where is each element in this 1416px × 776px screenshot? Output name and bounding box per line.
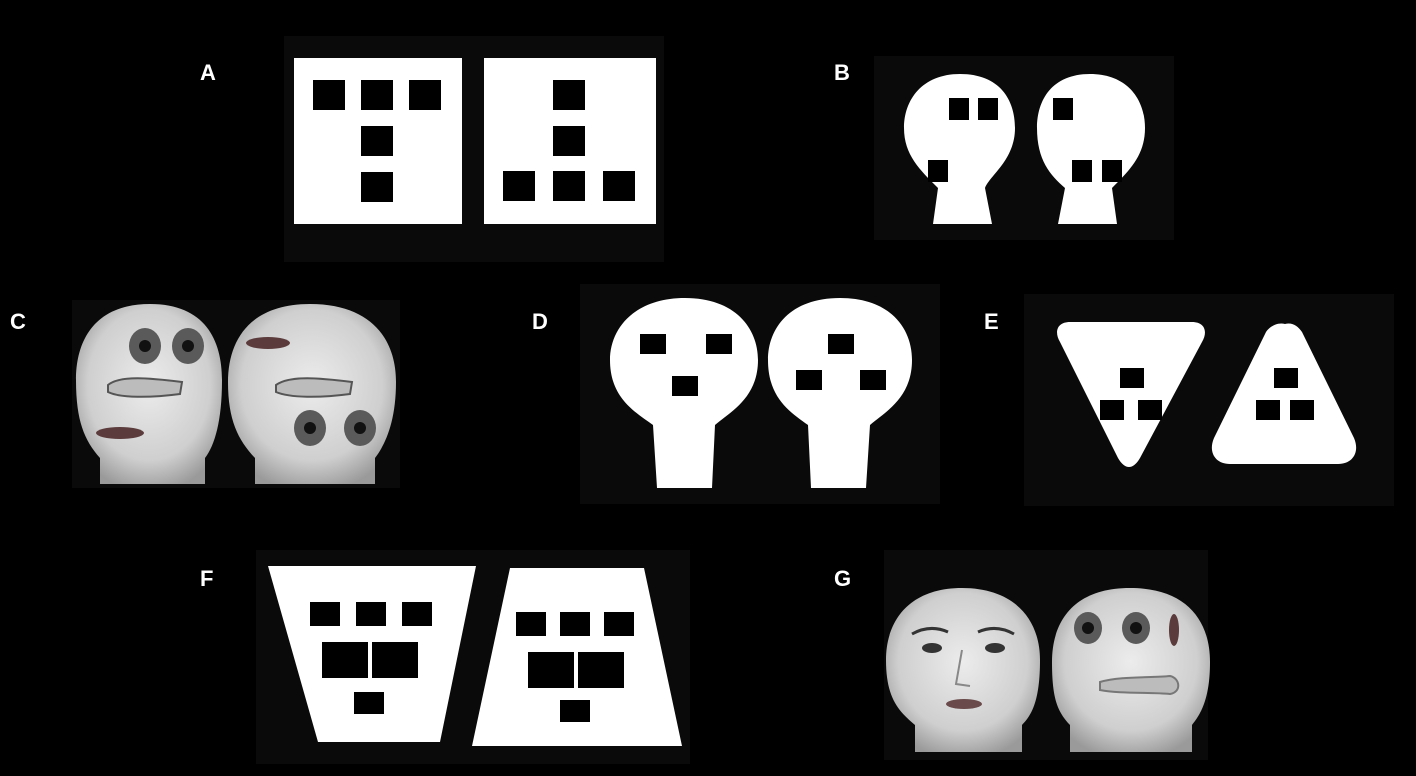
- panel-g-normal-features: [911, 627, 1015, 709]
- panel-c-left-nose: [107, 377, 184, 398]
- panel-f: [256, 550, 690, 764]
- panel-b: [874, 56, 1174, 240]
- panel-c-left-eyes: [129, 328, 204, 364]
- panel-d-right-features: [796, 334, 886, 390]
- panel-g: [884, 550, 1210, 760]
- panel-e-right-features: [1256, 368, 1314, 420]
- panel-d-head-right: [768, 298, 912, 488]
- panel-f-left-features: [310, 602, 432, 714]
- panel-d: [580, 284, 940, 504]
- panel-d-left-features: [640, 334, 732, 396]
- panel-b-left-features: [928, 98, 998, 182]
- panel-b-right-features: [1053, 98, 1122, 182]
- panel-e-triangle-up: [1211, 323, 1357, 464]
- panel-label-b: B: [834, 60, 850, 85]
- panel-a: [284, 36, 664, 262]
- panel-c-right-nose: [275, 377, 354, 398]
- panel-e-left-features: [1100, 368, 1162, 420]
- panel-label-g: G: [834, 566, 852, 591]
- panel-label-a: A: [200, 60, 216, 85]
- panel-c-left-mouth: [96, 427, 144, 439]
- panel-label-e: E: [984, 309, 999, 334]
- panel-label-d: D: [532, 309, 548, 334]
- panel-label-c: C: [10, 309, 26, 334]
- panel-c-right-eyes: [294, 410, 376, 446]
- panel-c: [72, 300, 400, 488]
- panel-a-left-features: [313, 80, 441, 202]
- panel-g-face-scrambled: [1052, 588, 1210, 752]
- panel-c-right-mouth: [246, 337, 290, 349]
- panel-g-scrambled-features: [1074, 612, 1180, 696]
- panel-e-triangle-down: [1057, 322, 1205, 467]
- panel-f-right-features: [516, 612, 634, 722]
- panel-e: [1024, 294, 1394, 506]
- panel-label-f: F: [200, 566, 214, 591]
- panel-a-right-features: [503, 80, 635, 201]
